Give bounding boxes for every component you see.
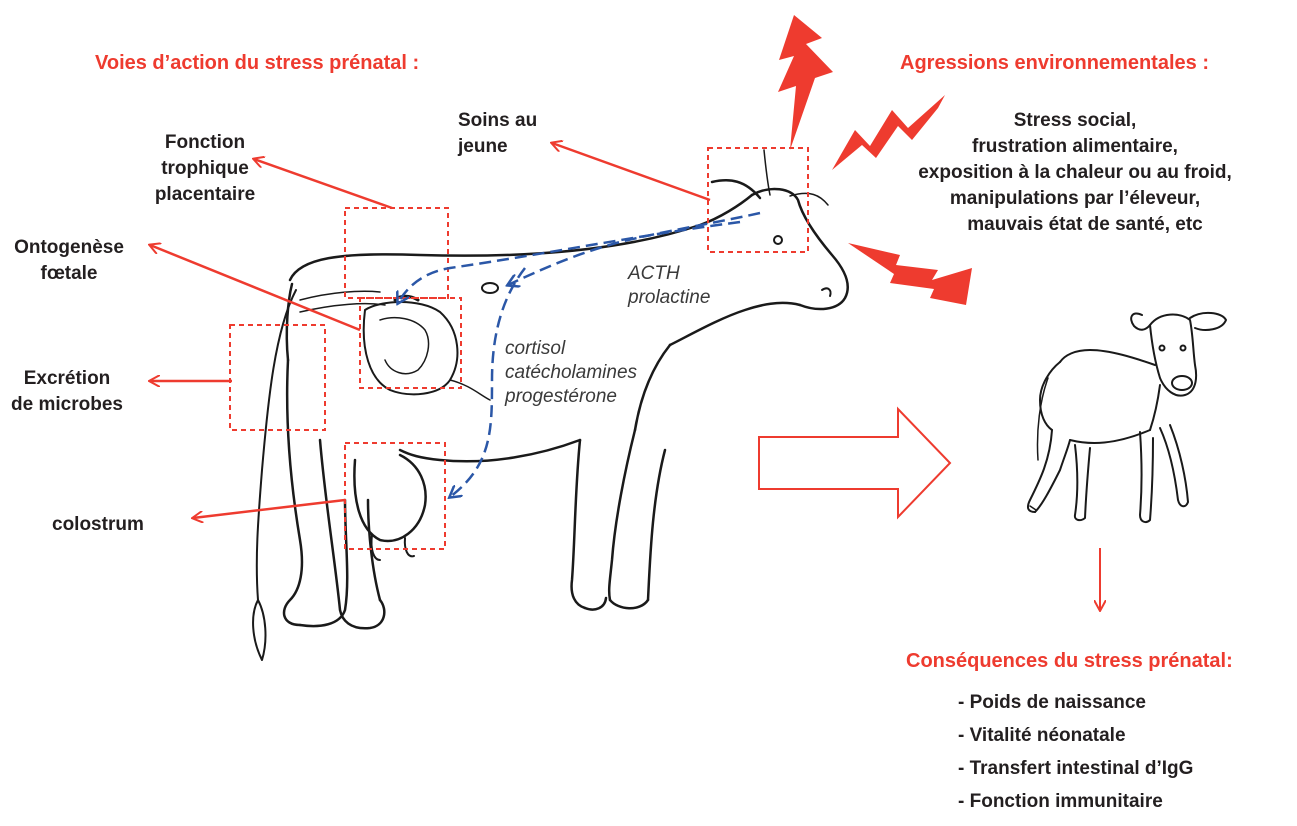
box-excretion [230,325,325,430]
label-cortisol-line-2: catécholamines [505,361,637,385]
stressor-item: exposition à la chaleur ou au froid, [870,160,1280,186]
label-cortisol-line-1: cortisol [505,337,637,361]
arrow-colostrum [193,500,345,518]
label-soins: Soins au jeune [458,108,537,160]
label-ontogenese-line-1: Ontogenèse [0,235,138,261]
label-fonction-line-2: trophique [130,156,280,182]
box-soins [708,148,808,252]
label-acth-line-1: ACTH [628,262,710,286]
box-fonction [345,208,448,298]
lightning-bolt-icon [848,243,972,305]
label-excretion-line-1: Excrétion [0,366,134,392]
label-cortisol-line-3: progestérone [505,385,637,409]
label-ontogenese-line-2: fœtale [0,261,138,287]
lightning-bolt-icon [778,15,833,150]
hollow-right-arrow [759,409,950,517]
label-fonction-line-1: Fonction [130,130,280,156]
heading-right: Agressions environnementales : [900,52,1209,75]
label-excretion-line-2: de microbes [0,392,134,418]
label-acth: ACTH prolactine [628,262,710,310]
label-fonction-line-3: placentaire [130,182,280,208]
consequence-item: - Vitalité néonatale [958,723,1193,756]
stressor-item: Stress social, [870,108,1280,134]
label-excretion: Excrétion de microbes [0,366,134,418]
label-colostrum: colostrum [52,512,144,538]
label-fonction: Fonction trophique placentaire [130,130,280,208]
label-acth-line-2: prolactine [628,286,710,310]
consequences-list: - Poids de naissance - Vitalité néonatal… [958,690,1193,822]
box-ontogenese [360,298,461,388]
stressor-item: manipulations par l’éleveur, [870,186,1280,212]
heading-left: Voies d’action du stress prénatal : [95,52,419,75]
calf-illustration [1028,313,1226,522]
heading-consequences: Conséquences du stress prénatal: [906,650,1233,673]
consequence-item: - Fonction immunitaire [958,789,1193,822]
label-ontogenese: Ontogenèse fœtale [0,235,138,287]
consequence-item: - Transfert intestinal d’IgG [958,756,1193,789]
arrow-soins [552,143,710,200]
stressor-list: Stress social, frustration alimentaire, … [870,108,1280,238]
consequence-item: - Poids de naissance [958,690,1193,723]
label-soins-line-2: jeune [458,134,537,160]
label-soins-line-1: Soins au [458,108,537,134]
stressor-item: mauvais état de santé, etc [870,212,1280,238]
stressor-item: frustration alimentaire, [870,134,1280,160]
label-cortisol: cortisol catécholamines progestérone [505,337,637,409]
